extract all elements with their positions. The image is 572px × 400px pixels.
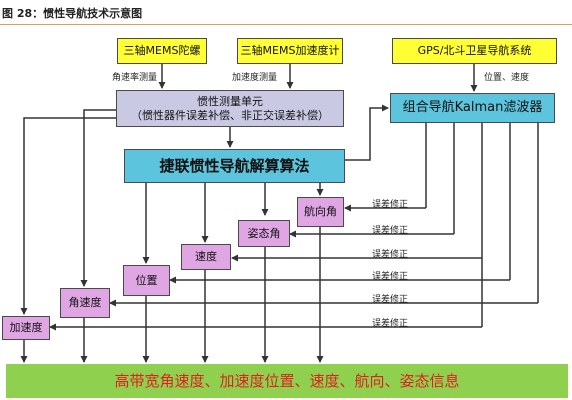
- position-box: 位置: [123, 265, 170, 296]
- accel-output-label: 加速度测量: [232, 73, 278, 83]
- correction-label-acceleration: 误差修正: [372, 319, 409, 329]
- kalman-filter-box: 组合导航Kalman滤波器: [390, 93, 555, 123]
- figure-header: 图 28：惯性导航技术示意图: [0, 0, 572, 25]
- imu-subtitle: （惯性器件误差补偿、非正交误差补偿）: [131, 108, 329, 122]
- angular-rate-box: 角速度: [60, 288, 110, 318]
- gps-beidou-box: GPS/北斗卫星导航系统: [392, 38, 557, 64]
- velocity-box: 速度: [181, 244, 231, 270]
- accelerometer-box: 三轴MEMS加速度计: [237, 38, 343, 64]
- imu-box: 惯性测量单元 （惯性器件误差补偿、非正交误差补偿）: [116, 90, 344, 127]
- correction-label-angular-rate: 误差修正: [372, 295, 409, 305]
- navigation-output-bar: 高带宽角速度、加速度位置、速度、航向、姿态信息: [6, 364, 568, 398]
- imu-title: 惯性测量单元: [197, 95, 263, 109]
- correction-label-heading: 误差修正: [372, 200, 409, 210]
- acceleration-box: 加速度: [2, 316, 50, 340]
- gyro-output-label: 角速率测量: [112, 73, 158, 83]
- attitude-box: 姿态角: [238, 220, 290, 247]
- figure-caption: 图 28：惯性导航技术示意图: [2, 7, 143, 20]
- correction-label-velocity: 误差修正: [372, 250, 409, 260]
- correction-label-attitude: 误差修正: [372, 226, 409, 236]
- strapdown-algorithm-box: 捷联惯性导航解算算法: [124, 149, 345, 183]
- gps-output-label: 位置、速度: [484, 73, 530, 83]
- gyro-box: 三轴MEMS陀螺: [117, 38, 207, 64]
- correction-label-position: 误差修正: [372, 272, 409, 282]
- heading-box: 航向角: [297, 197, 344, 227]
